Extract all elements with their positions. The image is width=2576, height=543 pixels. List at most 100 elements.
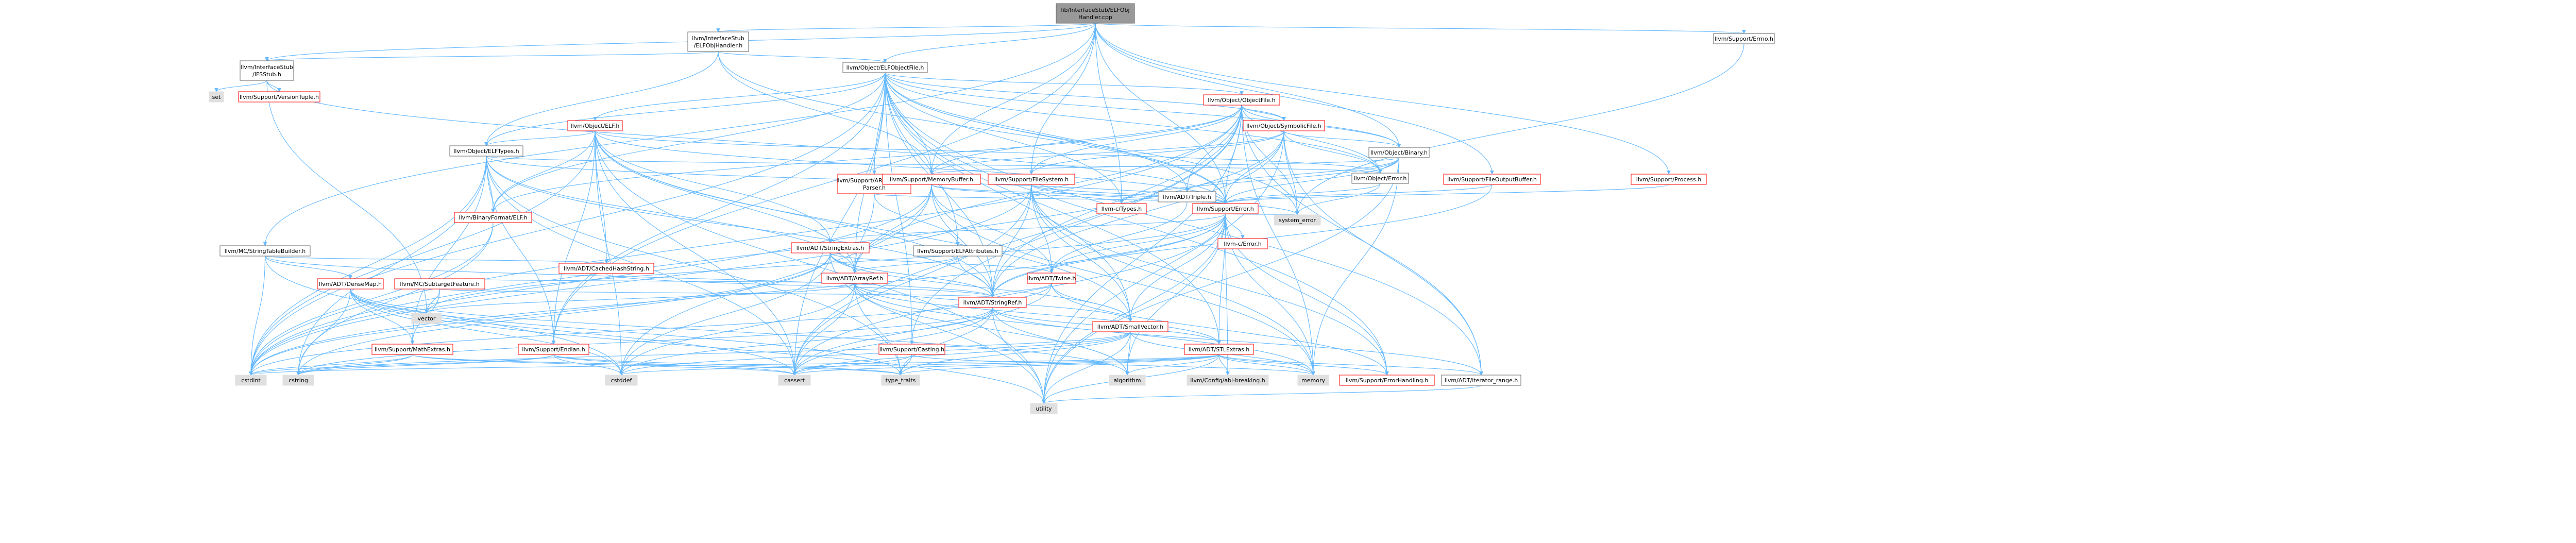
edge-n_elfobjectfile-to-n_elftypes (484, 72, 886, 146)
edge-n_elf-to-n_elftypes (484, 130, 596, 146)
edge-n_mathextras-to-n_typetraits (412, 354, 903, 376)
edge-n_supporterror-to-n_twine (1049, 213, 1226, 274)
node-label: llvm/Support/Endian.h (522, 346, 585, 353)
edge-root-to-n_supporterror (1095, 23, 1228, 204)
edge-root-to-n_endian (551, 23, 1096, 345)
node-binaryformatelf[interactable]: llvm/BinaryFormat/ELF.h (454, 212, 532, 223)
node-label: llvm/ADT/CachedHashString.h (564, 265, 649, 272)
node-stringtablebuilder[interactable]: llvm/MC/StringTableBuilder.h (219, 245, 311, 257)
edge-n_elfobjhandler-to-n_memorybuffer (718, 51, 934, 175)
edge-n_elfobjectfile-to-n_endian (551, 72, 886, 345)
node-stlextras[interactable]: llvm/ADT/STLExtras.h (1184, 344, 1254, 355)
node-box (317, 278, 384, 290)
edge-n_stringref-to-n_iteratorrange (992, 307, 1483, 376)
node-smallvector[interactable]: llvm/ADT/SmallVector.h (1092, 321, 1168, 332)
edge-n_elfobjectfile-to-n_symbolicfile (885, 72, 1286, 121)
node-mathextras[interactable]: llvm/Support/MathExtras.h (371, 344, 453, 355)
node-box (558, 263, 654, 274)
edge-n_objectfile-to-n_memory (1241, 105, 1315, 376)
edge-n_memorybuffer-to-n_twine (931, 184, 1054, 274)
node-elfobjhandler[interactable]: llvm/InterfaceStub/ELFObjHandler.h (687, 31, 749, 52)
node-endian[interactable]: llvm/Support/Endian.h (518, 344, 589, 355)
node-subtargetfeature[interactable]: llvm/MC/SubtargetFeature.h (394, 278, 485, 290)
node-box (1027, 273, 1076, 284)
node-ifsstub[interactable]: llvm/InterfaceStub/IFSStub.h (240, 60, 294, 81)
node-label: llvm/BinaryFormat/ELF.h (459, 214, 528, 221)
node-filesystem[interactable]: llvm/Support/FileSystem.h (988, 174, 1075, 185)
node-box (913, 245, 1003, 257)
edge-n_iteratorrange-to-n_utility (1042, 385, 1482, 404)
edge-n_elf-to-n_stringextras (595, 130, 833, 243)
node-supporterror[interactable]: llvm/Support/Error.h (1192, 203, 1259, 214)
node-objerror[interactable]: llvm/Object/Error.h (1351, 173, 1409, 184)
node-cerror[interactable]: llvm-c/Error.h (1217, 238, 1268, 249)
node-box (1092, 321, 1168, 332)
edge-n_supporterror-to-n_smallvector (1128, 213, 1226, 322)
edge-n_symbolicfile-to-n_iteratorrange (1283, 130, 1483, 376)
edge-n_densemap-to-n_cstring (296, 289, 351, 376)
node-elfattributes[interactable]: llvm/Support/ELFAttributes.h (913, 245, 1003, 257)
edge-n_densemap-to-n_typetraits (350, 289, 903, 376)
node-systemerror: system_error (1274, 214, 1321, 226)
node-box (1339, 375, 1435, 386)
edge-n_supporterror-to-n_stringextras (828, 213, 1226, 243)
edge-n_arrayref-to-n_stlextras (854, 283, 1221, 345)
edge-n_stlextras-to-n_iteratorrange (1218, 354, 1483, 376)
node-iteratorrange[interactable]: llvm/ADT/iterator_range.h (1441, 375, 1521, 386)
edge-n_stlextras-to-n_configabi (1218, 354, 1230, 376)
node-root[interactable]: lib/InterfaceStub/ELFObjHandler.cpp (1056, 3, 1135, 24)
node-label: llvm/Object/ELFObjectFile.h (846, 64, 924, 71)
edge-n_errno-to-n_systemerror (1295, 43, 1744, 215)
node-stringref[interactable]: llvm/ADT/StringRef.h (958, 297, 1027, 308)
edge-n_elfobjectfile-to-n_binaryformatelf (491, 72, 886, 213)
node-label: llvm-c/Error.h (1224, 241, 1261, 247)
node-box (1187, 375, 1269, 386)
edge-n_elf-to-n_stringref (595, 130, 995, 298)
node-stringextras[interactable]: llvm/ADT/StringExtras.h (791, 242, 870, 253)
node-process[interactable]: llvm/Support/Process.h (1631, 174, 1707, 185)
node-triple[interactable]: llvm/ADT/Triple.h (1158, 191, 1216, 202)
edge-n_memorybuffer-to-n_memory (931, 184, 1315, 376)
node-box (605, 375, 638, 386)
edge-n_objectfile-to-n_casting (910, 105, 1242, 345)
edge-root-to-n_ifsstub (265, 23, 1096, 61)
node-binary[interactable]: llvm/Object/Binary.h (1368, 147, 1430, 158)
node-cstdint: cstdint (235, 375, 267, 386)
node-elfobjectfile[interactable]: llvm/Object/ELFObjectFile.h (842, 62, 928, 73)
edge-n_elftypes-to-n_objerror (486, 156, 1382, 174)
node-typetraits: type_traits (881, 375, 920, 386)
node-box (235, 375, 267, 386)
node-fileoutputbuffer[interactable]: llvm/Support/FileOutputBuffer.h (1443, 174, 1541, 185)
node-label: llvm/MC/SubtargetFeature.h (400, 281, 479, 287)
node-objectfile[interactable]: llvm/Object/ObjectFile.h (1203, 94, 1280, 106)
node-errorhandling[interactable]: llvm/Support/ErrorHandling.h (1339, 375, 1435, 386)
node-elf[interactable]: llvm/Object/ELF.h (567, 120, 623, 131)
edge-root-to-n_elfobjhandler (716, 23, 1096, 32)
node-ctypes[interactable]: llvm-c/Types.h (1096, 203, 1147, 214)
node-symbolicfile[interactable]: llvm/Object/SymbolicFile.h (1243, 120, 1325, 131)
edge-n_filesystem-to-n_twine (1031, 184, 1054, 274)
node-box (821, 273, 888, 284)
edge-n_memorybuffer-to-n_arrayref (853, 184, 932, 274)
node-box (958, 297, 1027, 308)
node-cachedhash[interactable]: llvm/ADT/CachedHashString.h (558, 263, 654, 274)
edge-n_stringref-to-n_utility (992, 307, 1046, 404)
node-densemap[interactable]: llvm/ADT/DenseMap.h (317, 278, 384, 290)
node-elftypes[interactable]: llvm/Object/ELFTypes.h (449, 145, 523, 157)
node-casting[interactable]: llvm/Support/Casting.h (878, 344, 945, 355)
node-twine[interactable]: llvm/ADT/Twine.h (1027, 273, 1076, 284)
node-cstring: cstring (282, 375, 314, 386)
edge-n_elfobjectfile-to-n_triple (885, 72, 1189, 192)
node-arrayref[interactable]: llvm/ADT/ArrayRef.h (821, 273, 888, 284)
edge-n_symbolicfile-to-n_supporterror (1223, 130, 1284, 204)
node-errno[interactable]: llvm/Support/Errno.h (1713, 33, 1775, 44)
edge-n_elfobjectfile-to-n_objectfile (885, 72, 1244, 95)
edge-n_arrayref-to-n_cstddef (619, 283, 855, 376)
node-box (454, 212, 532, 223)
node-label: llvm/ADT/DenseMap.h (319, 281, 382, 287)
node-label: vector (418, 315, 436, 322)
node-memorybuffer[interactable]: llvm/Support/MemoryBuffer.h (882, 174, 981, 185)
edge-n_filesystem-to-n_cstdint (249, 184, 1032, 376)
node-versiontuple[interactable]: llvm/Support/VersionTuple.h (238, 91, 320, 103)
node-label: llvm/Object/ObjectFile.h (1208, 97, 1275, 104)
